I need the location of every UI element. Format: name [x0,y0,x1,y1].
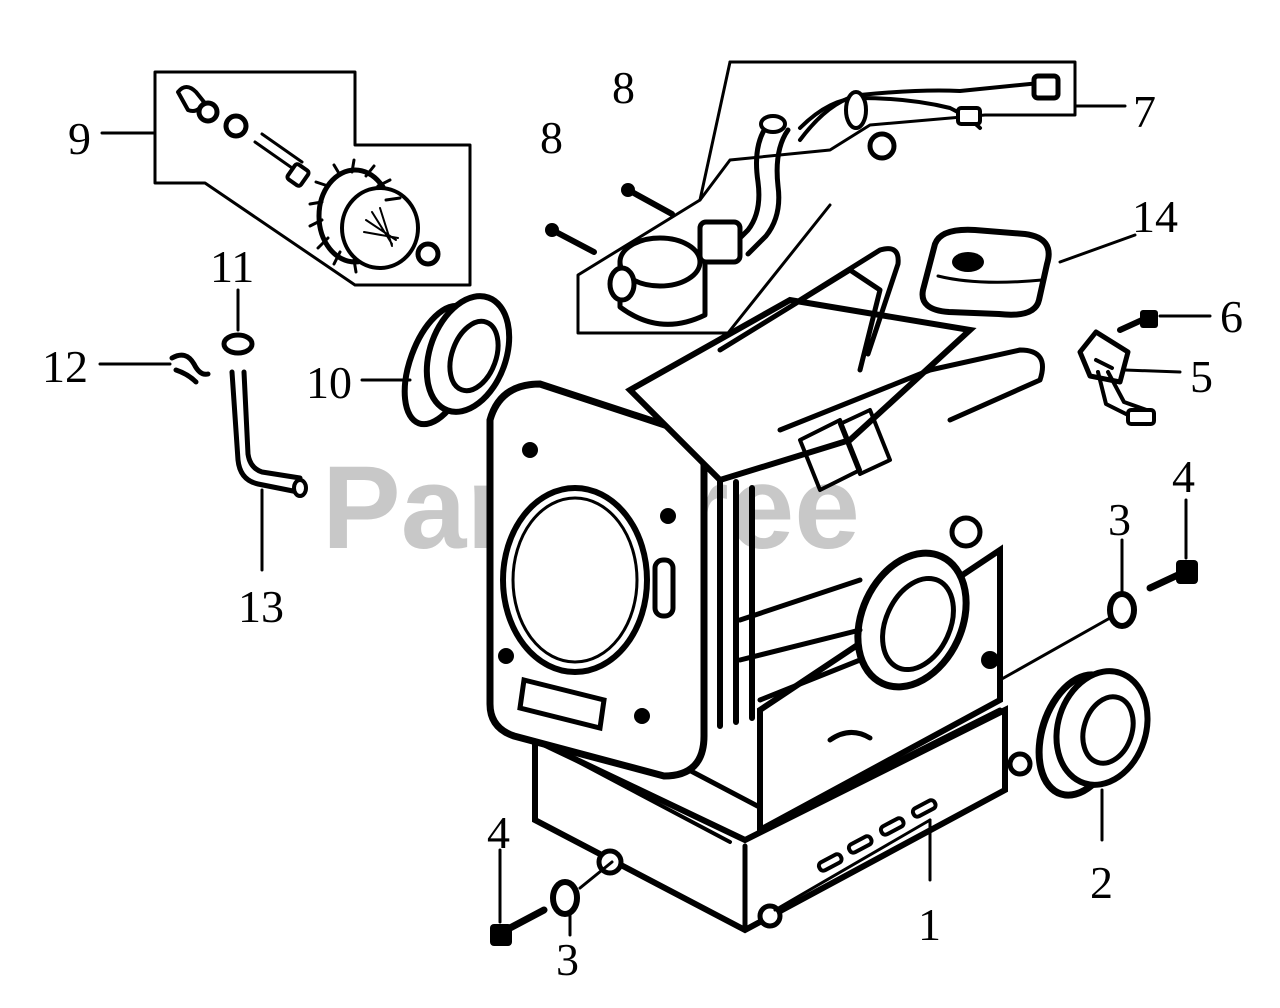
callout-1: 1 [918,899,941,950]
ball-bearing-icon [360,293,513,428]
callout-labels: 1 2 3 3 4 4 5 6 7 8 8 9 10 11 12 13 14 [42,62,1243,985]
callout-7: 7 [1133,86,1156,137]
bolt-icon [1146,498,1198,592]
bolt-icon [490,848,548,946]
callout-14: 14 [1132,191,1178,242]
callout-3: 3 [1108,494,1131,545]
oil-seal-icon [998,616,1151,842]
callout-3: 3 [556,934,579,985]
oil-sensor-icon [1077,329,1182,426]
callout-6: 6 [1220,291,1243,342]
governor-assembly-icon [100,70,472,287]
callout-2: 2 [1090,857,1113,908]
clip-icon [98,352,211,385]
callout-5: 5 [1190,351,1213,402]
oil-alert-wiring-icon [545,60,1127,335]
callout-10: 10 [306,357,352,408]
callout-4: 4 [487,807,510,858]
callout-11: 11 [210,241,254,292]
callout-12: 12 [42,341,88,392]
oil-sensor-bolt-icon [1117,310,1212,333]
callout-8: 8 [612,62,635,113]
callout-13: 13 [238,581,284,632]
callout-9: 9 [68,113,91,164]
washer-icon [1107,538,1137,629]
washer-icon [550,860,614,937]
breather-tube-icon [221,288,308,572]
gasket-icon [919,226,1137,318]
callout-4: 4 [1172,451,1195,502]
callout-8: 8 [540,112,563,163]
crankcase-icon [486,246,1045,934]
